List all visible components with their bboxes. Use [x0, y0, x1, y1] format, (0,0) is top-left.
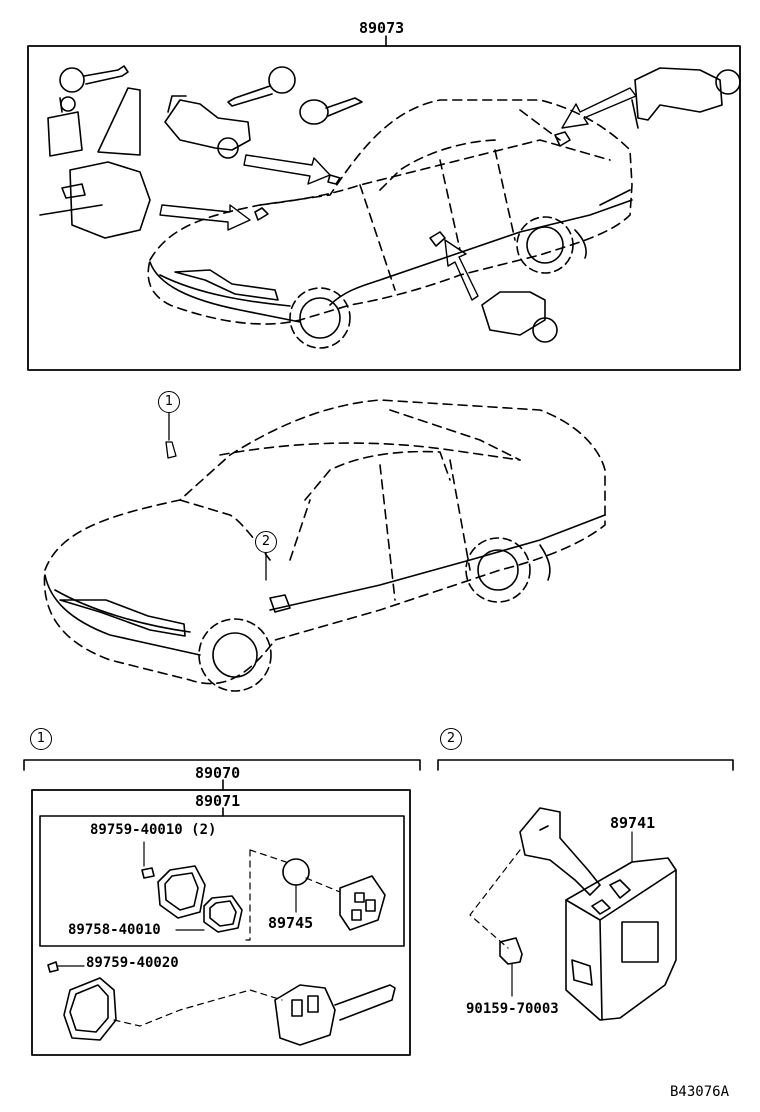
part-89071-label: 89071: [195, 792, 241, 810]
key-top: [227, 66, 296, 107]
callout-2-car: 2: [255, 531, 277, 553]
figure-code: B43076A: [670, 1084, 730, 1100]
callout-2-section: 2: [440, 728, 462, 750]
part-89759-40010-label: 89759-40010 (2): [90, 822, 217, 838]
top-car-outline: [147, 99, 633, 325]
part-90159-70003-label: 90159-70003: [466, 1001, 559, 1017]
transmitter-parts: [141, 841, 386, 941]
middle-car-outline: [43, 399, 606, 685]
callout-1-section: 1: [30, 728, 52, 750]
trunk-lock-cylinder: [631, 67, 741, 129]
part-89758-40010-label: 89758-40010: [68, 922, 161, 938]
bracket-two: [437, 759, 734, 771]
part-89759-40020-label: 89759-40020: [86, 955, 179, 971]
key-fob-small: [299, 97, 363, 125]
part-89745-label: 89745: [268, 914, 314, 932]
bracket-one: [23, 759, 421, 771]
card-tag: [97, 87, 141, 156]
part-89070-label: 89070: [195, 764, 241, 782]
top-arrows: [159, 87, 637, 301]
part-89741-label: 89741: [610, 814, 656, 832]
ignition-key: [47, 65, 129, 157]
top-car-solid: [149, 131, 633, 349]
callout-1-car: 1: [158, 391, 180, 413]
key-with-transmitter: [47, 961, 396, 1046]
ignition-cylinder: [39, 161, 151, 239]
part-89073-label: 89073: [359, 19, 405, 37]
receiver-parts: [469, 807, 677, 1021]
middle-leaders: [165, 411, 267, 581]
lock-set-box: [27, 35, 741, 371]
transmitter-box: [31, 779, 411, 1056]
side-lock-cylinder: [481, 291, 558, 343]
door-lock-cylinder: [164, 95, 251, 159]
middle-car-solid: [44, 514, 606, 692]
